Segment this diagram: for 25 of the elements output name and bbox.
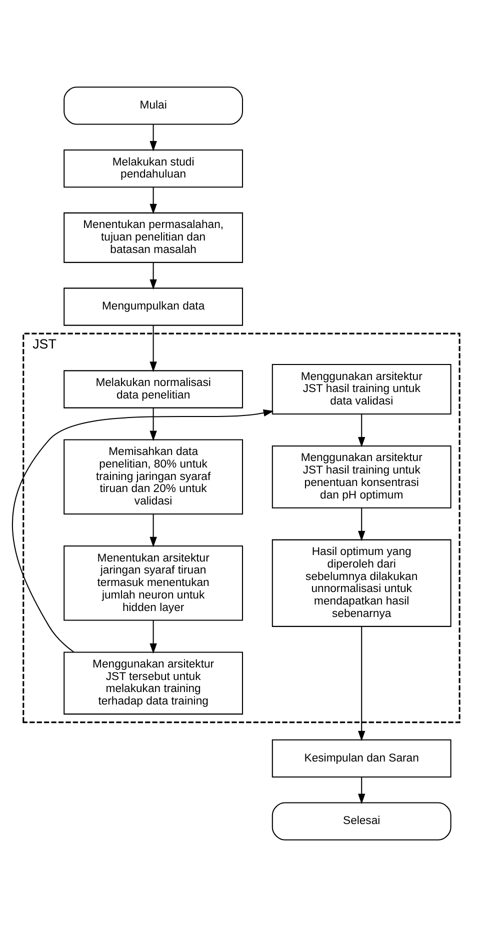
arrow (358, 508, 366, 542)
arrow (150, 262, 157, 290)
arrow (150, 620, 157, 654)
node-box: Menggunakan arsitektur JST hasil training untuk penentuan konsentrasi dan pH optimum (272, 445, 452, 508)
node-box: Menentukan permasalahan, tujuan penelitian dan batasan masalah (64, 212, 244, 263)
arrow (358, 414, 366, 448)
node-box: Kesimpulan dan Saran (272, 739, 452, 778)
arrow (358, 777, 366, 804)
node-box: Menggunakan arsitektur JST hasil training untuk data validasi (272, 364, 452, 415)
node-box: Menggunakan arsitektur JST tersebut untuk melakukan training terhadap data training (64, 652, 244, 715)
node-box: Melakukan studi pendahuluan (64, 150, 244, 188)
node-box: Memisahkan data penelitian, 80% untuk training jaringan syaraf tiruan dan 20% untuk validasi (64, 439, 244, 515)
arrow (12, 409, 274, 652)
arrow (150, 408, 157, 442)
arrow (358, 626, 366, 742)
arrow (150, 124, 157, 152)
node-box: Menentukan arsitektur jaringan syaraf tiruan termasuk menentukan jumlah neuron untuk hidden layer (64, 545, 244, 621)
arrow (150, 187, 157, 214)
node-box: Melakukan normalisasi data penelitian (64, 370, 244, 408)
node-box: Mengumpulkan data (64, 288, 244, 326)
node-box: Selesai (272, 802, 452, 840)
node-box: Hasil optimum yang diperoleh dari sebelumnya dilakukan unnormalisasi untuk mendapatkan hasil sebenarnya (272, 539, 452, 627)
node-box: Mulai (64, 86, 244, 125)
arrow (150, 326, 157, 372)
arrow (150, 514, 157, 548)
